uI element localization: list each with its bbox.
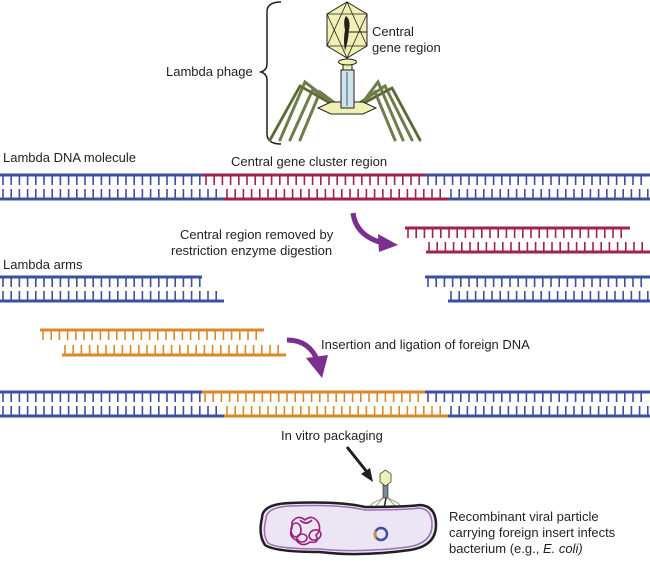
removed-central-top xyxy=(405,226,630,238)
bacterial-chromosome xyxy=(289,516,322,546)
label-lambda-phage: Lambda phage xyxy=(166,64,253,79)
label-packaging: In vitro packaging xyxy=(281,428,383,443)
recomb-bottom-right xyxy=(448,406,650,418)
label-lambda-arms: Lambda arms xyxy=(3,257,83,272)
central-gene-blob xyxy=(344,16,350,51)
label-central-gene-cluster: Central gene cluster region xyxy=(231,154,388,169)
dna-bottom-central xyxy=(224,189,448,201)
recomb-top-left xyxy=(0,390,202,402)
label-recombinant-text: bacterium (e.g., xyxy=(449,541,543,556)
left-arm-top xyxy=(0,275,202,287)
arrow-packaging xyxy=(345,446,373,482)
recomb-bottom-left xyxy=(0,406,224,418)
label-recombinant-line3: bacterium (e.g., E. coli) xyxy=(449,541,583,557)
phage-bracket xyxy=(258,1,282,145)
foreign-top xyxy=(40,328,264,340)
removed-central-bottom xyxy=(426,242,650,254)
label-central-gene-region-line2: gene region xyxy=(372,40,441,55)
label-recombinant-line1: Recombinant viral particle xyxy=(449,509,599,524)
recomb-top-foreign xyxy=(202,390,425,402)
label-species: E. coli) xyxy=(542,541,583,556)
label-lambda-dna-molecule: Lambda DNA molecule xyxy=(3,150,136,165)
dna-layer xyxy=(0,173,650,418)
right-arm-top xyxy=(425,275,650,287)
dna-top-central xyxy=(203,173,425,185)
recomb-top-right xyxy=(425,390,650,402)
recomb-bottom-foreign xyxy=(224,406,448,418)
dna-top-left xyxy=(0,173,203,185)
right-arm-bottom xyxy=(448,291,650,303)
left-arm-bottom xyxy=(0,291,224,303)
label-recombinant-line2: carrying foreign insert infects xyxy=(449,525,616,540)
lambda-phage-illustration xyxy=(268,1,422,142)
label-removed-line1: Central region removed by xyxy=(180,227,334,242)
arrow-insertion xyxy=(286,337,328,378)
label-central-gene-region-line1: Central xyxy=(372,24,414,39)
recombinant-plasmid xyxy=(373,526,389,542)
bacterium xyxy=(259,501,438,556)
label-removed-line2: restriction enzyme digestion xyxy=(171,243,333,258)
arrow-removal xyxy=(350,212,398,252)
foreign-bottom xyxy=(62,345,286,357)
label-insertion: Insertion and ligation of foreign DNA xyxy=(321,337,530,352)
dna-bottom-left xyxy=(0,189,224,201)
dna-top-right xyxy=(425,173,650,185)
dna-bottom-right xyxy=(448,189,650,201)
